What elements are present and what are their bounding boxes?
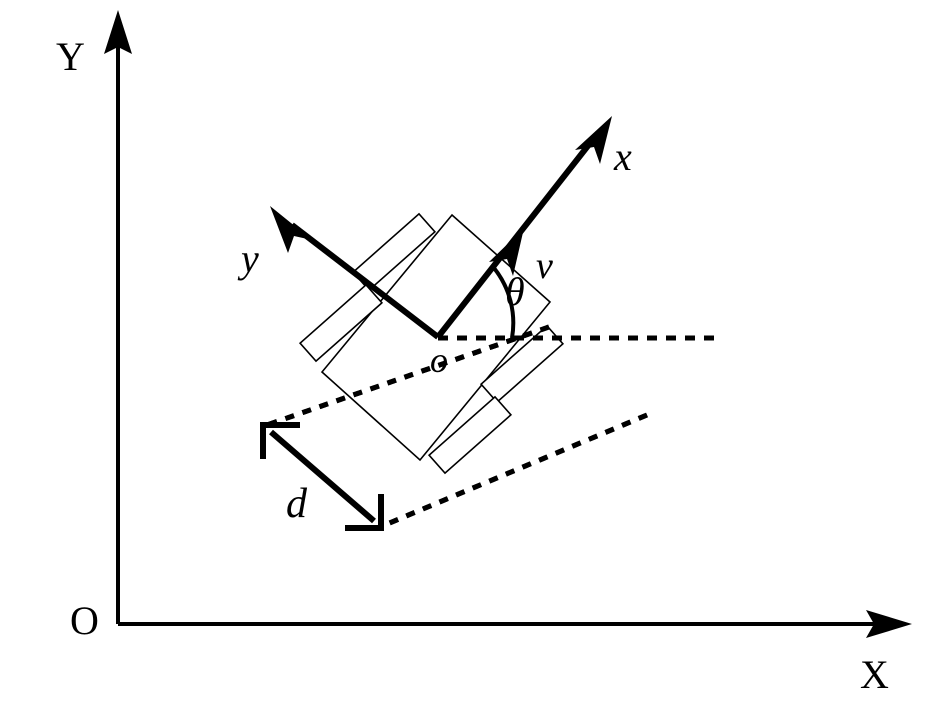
vehicle-body (320, 213, 552, 462)
rear-left-wheel (298, 283, 384, 363)
front-right-wheel (479, 324, 565, 404)
global-y-axis-label: Y (56, 34, 85, 79)
front-right-wheel-body (479, 324, 565, 404)
body-y-axis-arrowhead (270, 206, 312, 253)
wheels-group (298, 212, 565, 475)
rear-axle-dashed-overlay (379, 412, 648, 530)
vehicle-body-outline (320, 213, 552, 462)
global-x-axis-arrowhead (866, 610, 912, 638)
velocity-arrowhead (489, 228, 524, 276)
wheelbase-arrowhead-end (345, 494, 384, 531)
global-frame-axes (104, 10, 912, 638)
global-x-axis-label: X (860, 652, 889, 697)
body-x-axis-arrowhead (575, 116, 612, 164)
body-y-axis-label: y (237, 236, 259, 281)
wheelbase-label: d (286, 481, 308, 527)
front-axle-dashed-overlay (263, 324, 550, 429)
body-y-axis-line (290, 222, 440, 340)
rear-right-wheel-body (427, 395, 513, 475)
labels-group: Y O X x y o v θ d (56, 34, 889, 697)
body-y-axis (270, 206, 440, 340)
rear-left-wheel-body (298, 283, 384, 363)
wheelbase-arrowhead-start (260, 422, 300, 459)
global-y-axis-arrowhead (104, 10, 132, 54)
axle-lines-overlay (263, 324, 648, 530)
body-x-axis (435, 116, 612, 339)
body-x-axis-label: x (613, 134, 632, 179)
theta-angle-arc (492, 266, 516, 339)
theta-label: θ (505, 269, 525, 314)
body-origin-label: o (430, 340, 448, 380)
wheelbase-dimension (260, 422, 384, 531)
rear-right-wheel (427, 395, 513, 475)
wheelbase-dimension-line (269, 429, 376, 524)
velocity-label: v (536, 245, 553, 287)
global-origin-label: O (70, 598, 99, 643)
